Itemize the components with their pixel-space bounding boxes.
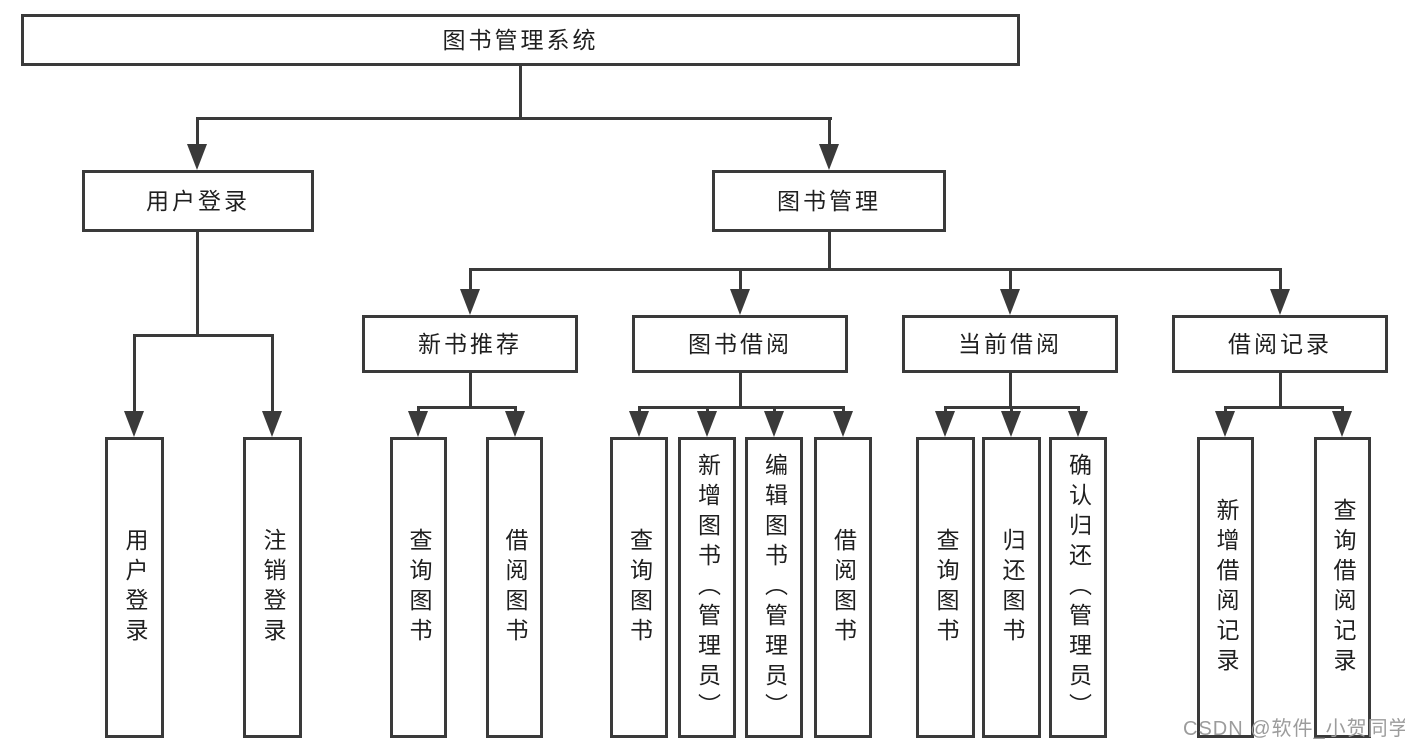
arrowhead	[1332, 411, 1352, 437]
node-root: 图书管理系统	[21, 14, 1020, 66]
arrowhead	[187, 144, 207, 170]
connector-drop	[1077, 406, 1080, 414]
arrowhead	[1215, 411, 1235, 437]
connector-drop	[417, 406, 420, 414]
node-leaf-borrow-books-recommend: 借阅图书	[486, 437, 543, 738]
arrowhead	[935, 411, 955, 437]
node-user-login: 用户登录	[82, 170, 314, 232]
connector-drop	[1224, 406, 1227, 414]
connector-stem	[469, 373, 472, 408]
connector-book-management-stem	[828, 232, 831, 270]
connector-book-management-branch	[469, 268, 1282, 271]
arrowhead	[505, 411, 525, 437]
node-leaf-query-books-borrow: 查询图书	[610, 437, 668, 738]
connector-root-branch	[196, 117, 832, 120]
arrowhead	[833, 411, 853, 437]
connector-stem	[739, 373, 742, 408]
node-leaf-user-login: 用户登录	[105, 437, 164, 738]
connector-drop	[842, 406, 845, 414]
node-borrowing-records: 借阅记录	[1172, 315, 1388, 373]
connector-user-login-branch	[133, 334, 274, 337]
connector-drop	[469, 268, 472, 292]
arrowhead	[730, 289, 750, 315]
arrowhead	[819, 144, 839, 170]
node-label: 确认归还（管理员）	[1065, 452, 1092, 723]
arrowhead	[697, 411, 717, 437]
connector-stem	[1009, 373, 1012, 408]
connector-drop	[706, 406, 709, 414]
node-label: 图书借阅	[688, 330, 792, 357]
node-label: 新增图书（管理员）	[694, 452, 721, 723]
connector-branch	[1224, 406, 1344, 409]
connector-stem	[1279, 373, 1282, 408]
connector-drop	[1341, 406, 1344, 414]
arrowhead	[1068, 411, 1088, 437]
node-label: 借阅图书	[830, 527, 857, 648]
arrowhead	[408, 411, 428, 437]
node-label: 查询图书	[626, 527, 653, 648]
connector-drop	[196, 117, 199, 147]
node-leaf-add-borrow-record: 新增借阅记录	[1197, 437, 1254, 738]
arrowhead	[262, 411, 282, 437]
node-label: 新书推荐	[418, 330, 522, 357]
node-label: 用户登录	[122, 527, 148, 648]
arrowhead	[1001, 411, 1021, 437]
node-book-management: 图书管理	[712, 170, 946, 232]
connector-root-stem	[519, 66, 522, 118]
connector-drop	[1279, 268, 1282, 292]
node-new-book-recommendation: 新书推荐	[362, 315, 578, 373]
node-label: 图书管理系统	[442, 26, 599, 53]
node-label: 查询借阅记录	[1330, 497, 1356, 678]
node-label: 借阅图书	[502, 527, 528, 648]
node-leaf-query-books-current: 查询图书	[916, 437, 975, 738]
node-current-borrowing: 当前借阅	[902, 315, 1118, 373]
connector-branch	[638, 406, 845, 409]
connector-drop	[638, 406, 641, 414]
node-leaf-query-books-recommend: 查询图书	[390, 437, 447, 738]
node-label: 查询图书	[406, 527, 432, 648]
arrowhead	[124, 411, 144, 437]
node-leaf-return-books: 归还图书	[982, 437, 1041, 738]
node-label: 归还图书	[999, 527, 1025, 648]
connector-drop	[828, 117, 831, 147]
arrowhead	[460, 289, 480, 315]
node-leaf-add-books-admin: 新增图书（管理员）	[678, 437, 736, 738]
connector-user-login-stem	[196, 232, 199, 336]
node-leaf-confirm-return-admin: 确认归还（管理员）	[1049, 437, 1107, 738]
connector-drop	[133, 334, 136, 412]
node-leaf-borrow-books: 借阅图书	[814, 437, 872, 738]
connector-branch	[417, 406, 517, 409]
node-label: 查询图书	[933, 527, 959, 648]
node-label: 图书管理	[777, 187, 881, 214]
node-label: 当前借阅	[958, 330, 1062, 357]
arrowhead	[764, 411, 784, 437]
connector-drop	[514, 406, 517, 414]
node-leaf-edit-books-admin: 编辑图书（管理员）	[745, 437, 803, 738]
connector-drop	[271, 334, 274, 412]
arrowhead	[1270, 289, 1290, 315]
node-leaf-query-borrow-record: 查询借阅记录	[1314, 437, 1371, 738]
node-label: 注销登录	[260, 527, 286, 648]
connector-drop	[739, 268, 742, 292]
connector-drop	[1010, 406, 1013, 414]
node-label: 借阅记录	[1228, 330, 1332, 357]
connector-drop	[1009, 268, 1012, 292]
node-book-borrowing: 图书借阅	[632, 315, 848, 373]
arrowhead	[629, 411, 649, 437]
connector-drop	[944, 406, 947, 414]
node-leaf-logout: 注销登录	[243, 437, 302, 738]
node-label: 编辑图书（管理员）	[761, 452, 788, 723]
node-label: 新增借阅记录	[1213, 497, 1239, 678]
node-label: 用户登录	[146, 187, 250, 214]
csdn-watermark: CSDN @软件_小贺同学	[1183, 718, 1405, 740]
connector-drop	[773, 406, 776, 414]
arrowhead	[1000, 289, 1020, 315]
